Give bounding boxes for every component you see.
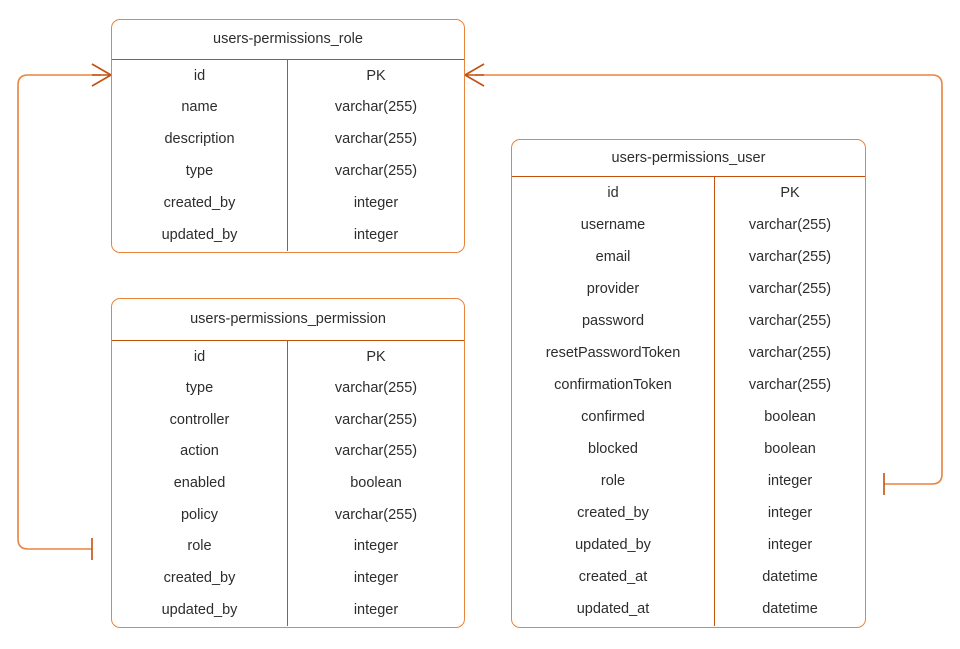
crows-foot-many-marker-permission-role — [91, 63, 112, 87]
column-name: updated_by — [161, 226, 238, 243]
column-name: name — [181, 99, 218, 116]
column-type: integer — [353, 538, 399, 555]
column-name: blocked — [588, 440, 638, 457]
column-name: id — [193, 67, 206, 84]
entity-columns-role: id name description type created_by updated_b… — [112, 60, 464, 251]
column-type: integer — [353, 194, 399, 211]
column-name: resetPasswordToken — [545, 344, 681, 361]
column-type: PK — [780, 184, 800, 201]
column-type: PK — [366, 348, 386, 365]
column-type: varchar(255) — [334, 506, 418, 523]
column-type: varchar(255) — [334, 131, 418, 148]
column-name: role — [187, 538, 212, 555]
column-name: controller — [169, 411, 230, 428]
entity-title-permission: users-permissions_permission — [112, 299, 464, 341]
column-type: integer — [353, 601, 399, 618]
column-name-list-user: id username email provider password resetPass… — [512, 177, 715, 626]
crows-foot-many-marker-user-role — [464, 63, 485, 87]
relationship-line-permission-role — [17, 74, 101, 550]
column-type: varchar(255) — [748, 280, 832, 297]
column-name: created_at — [578, 568, 648, 585]
column-name: description — [164, 131, 235, 148]
column-name: updated_by — [161, 601, 238, 618]
column-type: datetime — [762, 600, 818, 617]
column-type-list-user: PK varchar(255) varchar(255) varchar(255) va… — [715, 177, 865, 626]
column-name: updated_by — [575, 536, 651, 553]
entity-title-user: users-permissions_user — [512, 140, 865, 177]
column-name: confirmationToken — [554, 376, 672, 393]
column-type: varchar(255) — [748, 376, 832, 393]
column-name: updated_at — [576, 600, 650, 617]
column-name: enabled — [173, 475, 226, 492]
column-type: boolean — [350, 475, 402, 492]
entity-columns-permission: id type controller action enabled policy role c… — [112, 341, 464, 626]
column-type: varchar(255) — [748, 216, 832, 233]
column-type: varchar(255) — [334, 99, 418, 116]
column-type-list-permission: PK varchar(255) varchar(255) varchar(255) bo… — [288, 341, 464, 626]
column-type: integer — [767, 472, 813, 489]
column-type: varchar(255) — [748, 248, 832, 265]
relationship-permission-role — [17, 63, 112, 560]
column-name: id — [193, 348, 206, 365]
column-type: datetime — [762, 568, 818, 585]
column-type: varchar(255) — [748, 312, 832, 329]
column-name: id — [607, 184, 619, 201]
column-name: username — [580, 216, 646, 233]
column-name: type — [185, 380, 214, 397]
column-type: varchar(255) — [334, 380, 418, 397]
column-name-list-permission: id type controller action enabled policy role c… — [112, 341, 288, 626]
column-name: password — [581, 312, 645, 329]
entity-columns-user: id username email provider password resetPass… — [512, 177, 865, 626]
column-name: confirmed — [581, 408, 645, 425]
column-type: PK — [366, 67, 386, 84]
column-type: integer — [353, 570, 399, 587]
entity-title-role: users-permissions_role — [112, 20, 464, 60]
column-name: action — [180, 443, 219, 460]
column-name: created_by — [163, 194, 236, 211]
column-name-list-role: id name description type created_by updated_b… — [112, 60, 288, 251]
column-type-list-role: PK varchar(255) varchar(255) varchar(255) in… — [288, 60, 464, 251]
column-type: boolean — [764, 408, 816, 425]
column-name: created_by — [163, 570, 236, 587]
column-type: varchar(255) — [748, 344, 832, 361]
column-type: integer — [767, 536, 813, 553]
column-name: policy — [180, 506, 219, 523]
column-type: boolean — [764, 440, 816, 457]
column-type: integer — [353, 226, 399, 243]
column-name: role — [600, 472, 626, 489]
column-name: created_by — [577, 504, 649, 521]
column-type: varchar(255) — [334, 411, 418, 428]
column-type: integer — [767, 504, 813, 521]
column-name: provider — [586, 280, 640, 297]
column-type: varchar(255) — [334, 163, 418, 180]
column-name: type — [185, 163, 214, 180]
column-type: varchar(255) — [334, 443, 418, 460]
column-name: email — [595, 248, 631, 265]
